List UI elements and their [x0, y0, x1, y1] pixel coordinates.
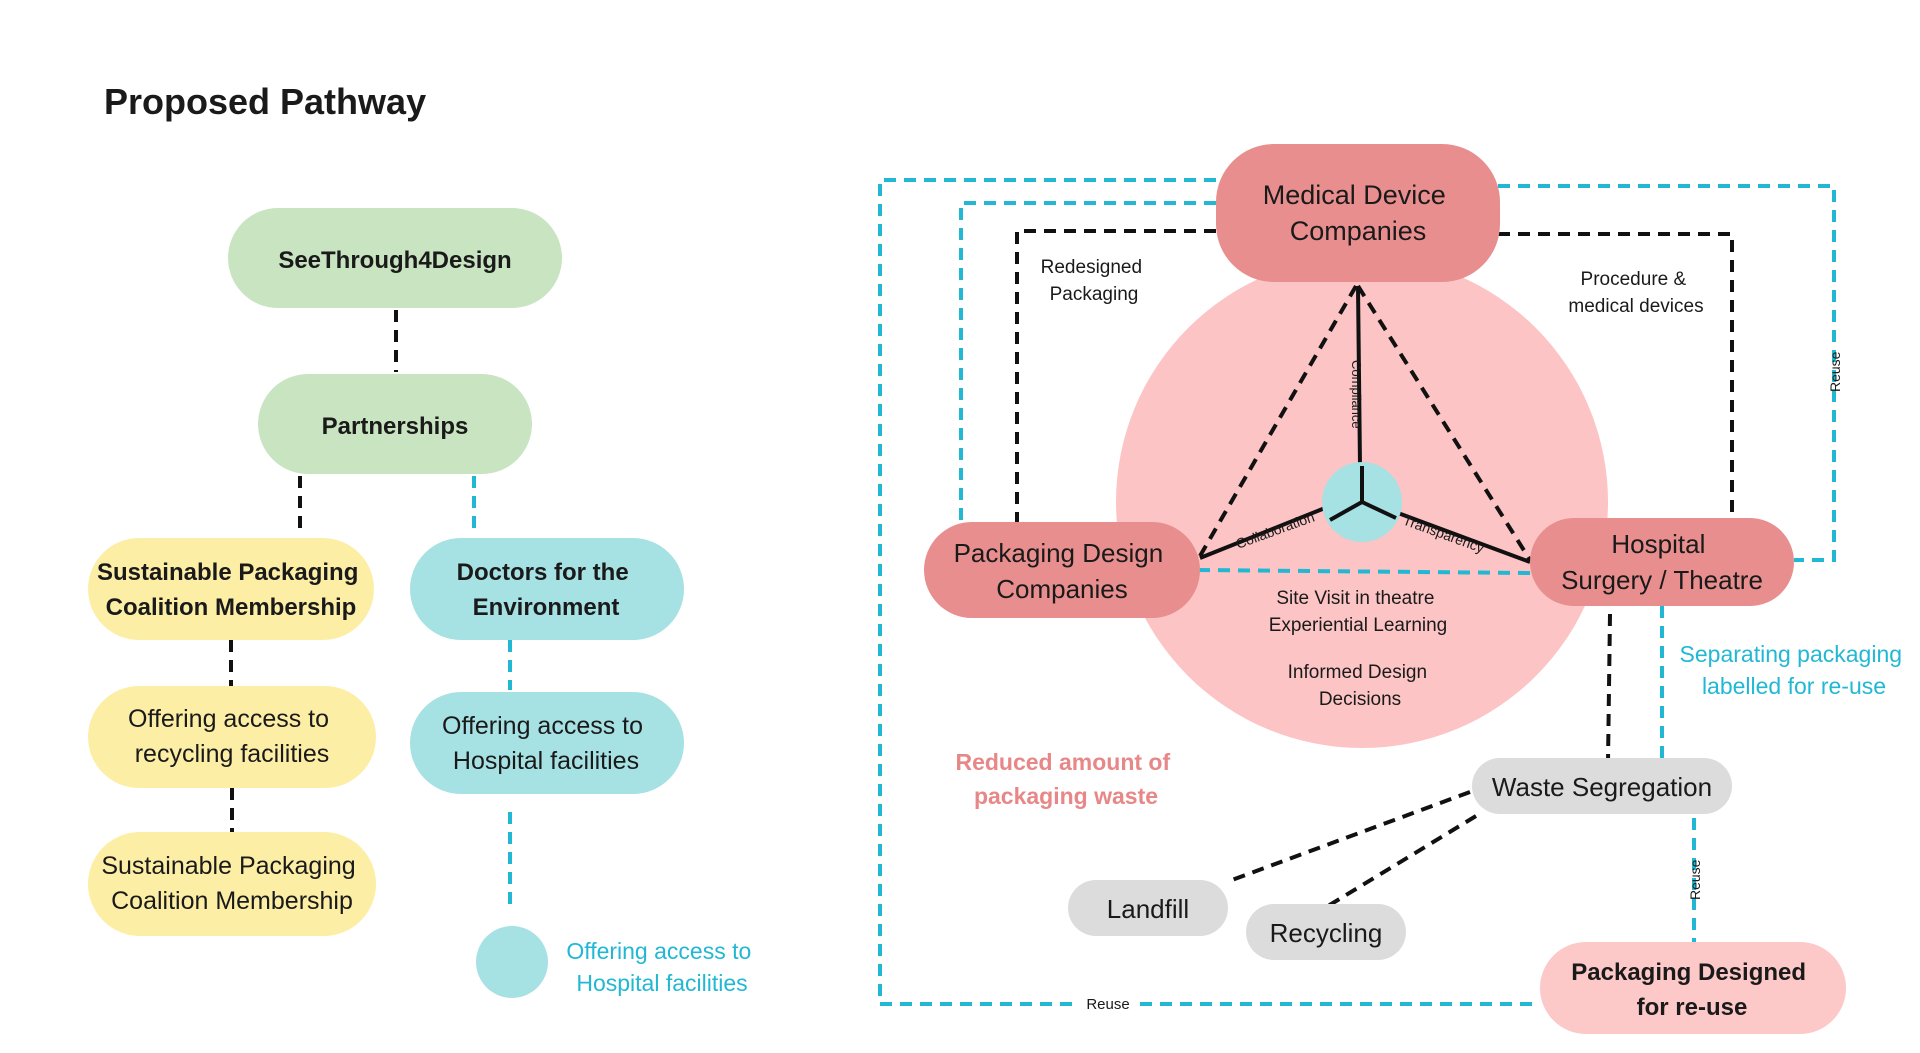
page-title: Proposed Pathway	[104, 81, 426, 122]
right-cyan-connectors	[878, 178, 1836, 1006]
medical-device-label: Medical Device Companies	[1263, 180, 1454, 246]
hospital-access-line1: Offering access to	[442, 712, 643, 740]
packaging-reuse-node	[1540, 942, 1846, 1034]
doctors-label: Doctors for the Environment	[457, 559, 636, 621]
redesigned-line2: Packaging	[1050, 284, 1139, 305]
hospital-access-node	[410, 692, 684, 794]
reuse-right-label: Reuse	[1827, 351, 1843, 392]
separating-line1: Separating packaging	[1680, 641, 1903, 667]
spc-membership-bottom-node	[88, 832, 376, 936]
separating-packaging-label: Separating packaging labelled for re-use	[1680, 641, 1909, 699]
landfill-node	[1068, 880, 1228, 936]
compliance-label: Compliance	[1349, 360, 1364, 429]
reduced-waste-label: Reduced amount of packaging waste	[955, 749, 1176, 809]
center-tripod	[1329, 466, 1397, 522]
triangle-left-edge	[1198, 284, 1358, 558]
recycling-access-line2: recycling facilities	[135, 740, 330, 768]
recycling-access-line1: Offering access to	[128, 705, 329, 733]
doctors-node	[410, 538, 684, 640]
loop-outer-left	[878, 178, 1540, 1006]
medical-device-line1: Medical Device	[1263, 180, 1446, 210]
triangle-right-edge	[1356, 284, 1532, 562]
site-visit-line2: Experiential Learning	[1269, 615, 1448, 636]
right-black-connectors	[1015, 229, 1734, 908]
seethrough4design-label: SeeThrough4Design	[278, 247, 511, 274]
hospital-line1: Hospital	[1611, 529, 1705, 559]
procedure-line1: Procedure &	[1581, 269, 1687, 290]
hospital-access-label: Offering access to Hospital facilities	[442, 712, 650, 775]
separating-line2: labelled for re-use	[1702, 673, 1886, 699]
landfill-label: Landfill	[1107, 894, 1189, 924]
hospital-line2: Surgery / Theatre	[1561, 565, 1763, 595]
hospital-access-line2: Hospital facilities	[453, 747, 639, 775]
hospital-node	[1530, 518, 1794, 606]
site-visit-label: Site Visit in theatre Experiential Learn…	[1269, 588, 1448, 636]
loop-inner-left	[959, 201, 1216, 522]
spc-membership-bottom-line2: Coalition Membership	[111, 887, 353, 915]
packaging-reuse-line1: Packaging Designed	[1571, 959, 1806, 986]
seethrough4design-node	[228, 208, 562, 308]
waste-segregation-label: Waste Segregation	[1492, 772, 1712, 802]
legend-line2: Hospital facilities	[576, 970, 747, 996]
redesigned-line1: Redesigned	[1041, 257, 1142, 278]
spc-membership-line1: Sustainable Packaging	[97, 559, 358, 586]
spc-membership-bottom-label: Sustainable Packaging Coalition Membersh…	[101, 852, 362, 915]
legend-label: Offering access to Hospital facilities	[566, 938, 757, 996]
packaging-design-label: Packaging Design Companies	[954, 538, 1171, 604]
packaging-reuse-label: Packaging Designed for re-use	[1571, 959, 1812, 1021]
loop-right	[1498, 184, 1836, 562]
medical-device-line2: Companies	[1290, 216, 1427, 246]
reduced-line1: Reduced amount of	[955, 749, 1170, 775]
packaging-design-line2: Companies	[996, 574, 1128, 604]
compliance-line	[1356, 285, 1362, 467]
line-medical-packaging	[1015, 229, 1216, 522]
left-connectors	[229, 310, 512, 906]
informed-design-label: Informed Design Decisions	[1288, 662, 1433, 710]
procedure-line2: medical devices	[1568, 296, 1703, 317]
doctors-line2: Environment	[473, 594, 620, 621]
recycling-node	[1246, 904, 1406, 960]
line-waste-recycling	[1326, 814, 1478, 908]
spc-membership-label: Sustainable Packaging Coalition Membersh…	[97, 559, 365, 621]
informed-line2: Decisions	[1319, 689, 1401, 710]
packaging-reuse-line2: for re-use	[1637, 994, 1748, 1021]
line-medical-hospital	[1498, 232, 1734, 520]
packaging-design-line1: Packaging Design	[954, 538, 1164, 568]
spc-membership-line2: Coalition Membership	[106, 594, 357, 621]
recycling-access-node	[88, 686, 376, 788]
line-waste-landfill	[1231, 790, 1471, 882]
line-hospital-waste	[1606, 613, 1612, 763]
partnerships-label: Partnerships	[322, 413, 469, 440]
packaging-design-node	[924, 522, 1200, 618]
reuse-bottom-label: Reuse	[1086, 996, 1129, 1013]
spc-membership-node	[88, 538, 374, 640]
partnerships-node	[258, 374, 532, 474]
reduced-line2: packaging waste	[974, 783, 1158, 809]
doctors-line1: Doctors for the	[457, 559, 629, 586]
legend-circle	[476, 926, 548, 998]
collaboration-line	[1199, 504, 1331, 560]
triangle-solid-lines	[1199, 285, 1531, 564]
hospital-label: Hospital Surgery / Theatre	[1561, 529, 1763, 595]
reuse-bottom-bg	[1078, 992, 1140, 1014]
informed-line1: Informed Design	[1288, 662, 1427, 683]
redesigned-packaging-label: Redesigned Packaging	[1041, 257, 1148, 305]
waste-segregation-node	[1472, 758, 1732, 814]
legend-line1: Offering access to	[566, 938, 751, 964]
site-visit-line1: Site Visit in theatre	[1276, 588, 1434, 609]
procedure-devices-label: Procedure & medical devices	[1568, 269, 1703, 317]
recycling-label: Recycling	[1270, 918, 1383, 948]
spc-membership-bottom-line1: Sustainable Packaging	[101, 852, 355, 880]
line-packaging-hospital	[1197, 568, 1531, 575]
transparency-line	[1389, 508, 1531, 564]
reuse-mid-label: Reuse	[1687, 859, 1703, 900]
medical-device-node	[1216, 144, 1500, 282]
recycling-access-label: Offering access to recycling facilities	[128, 705, 336, 768]
